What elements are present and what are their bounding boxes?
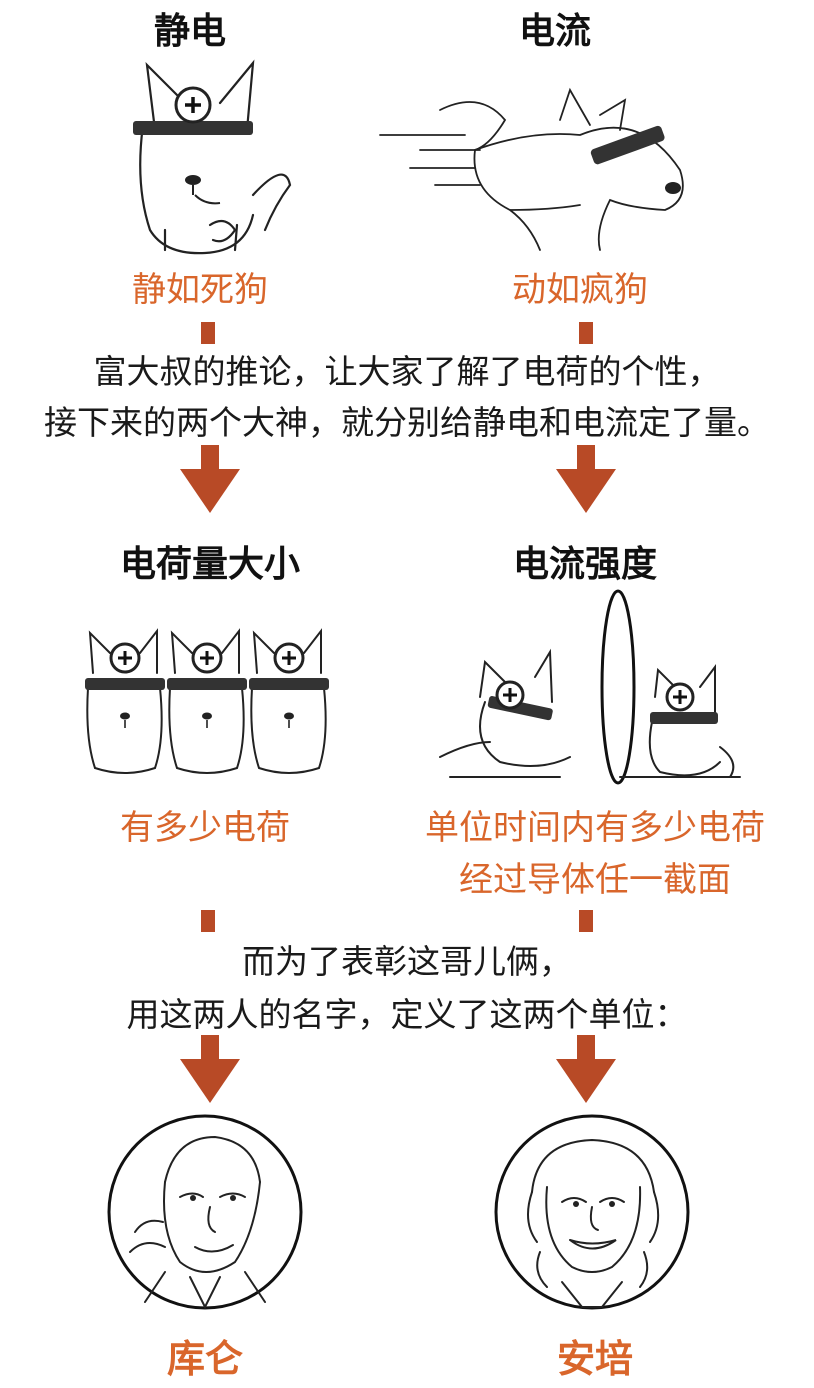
current-intensity-caption-line-2: 经过导体任一截面: [459, 860, 731, 900]
current-intensity-caption-line-1: 单位时间内有多少电荷: [425, 808, 765, 848]
coulomb-name: 库仑: [166, 1337, 243, 1381]
explanation-line-1: 富大叔的推论，让大家了解了电荷的个性，: [93, 352, 721, 391]
static-electricity-title: 静电: [153, 11, 226, 52]
sitting-dog-illustration: [133, 59, 292, 255]
charge-quantity-caption: 有多少电荷: [120, 808, 290, 848]
down-arrow-icon: [556, 445, 616, 513]
explanation-line-2: 接下来的两个大神，就分别给静电和电流定了量。: [44, 403, 770, 442]
honor-line-2: 用这两人的名字，定义了这两个单位：: [126, 995, 688, 1034]
connector-marker: [201, 322, 215, 344]
down-arrow-icon: [180, 1035, 240, 1103]
honor-line-1: 而为了表彰这哥儿俩，: [242, 942, 572, 981]
three-dogs-illustration: [85, 628, 331, 775]
charge-quantity-title: 电荷量大小: [119, 544, 300, 585]
connector-marker: [579, 322, 593, 344]
current-title: 电流: [518, 11, 591, 52]
down-arrow-icon: [180, 445, 240, 513]
current-caption: 动如疯狗: [512, 270, 648, 310]
coulomb-portrait: [107, 1114, 303, 1310]
ampere-portrait: [494, 1114, 690, 1310]
down-arrow-icon: [556, 1035, 616, 1103]
ampere-name: 安培: [556, 1337, 633, 1381]
static-caption: 静如死狗: [132, 270, 268, 310]
running-dog-illustration: [379, 87, 684, 251]
connector-marker: [201, 910, 215, 932]
current-intensity-title: 电流强度: [512, 544, 657, 585]
connector-marker: [579, 910, 593, 932]
cross-section-dogs-illustration: [439, 589, 741, 785]
